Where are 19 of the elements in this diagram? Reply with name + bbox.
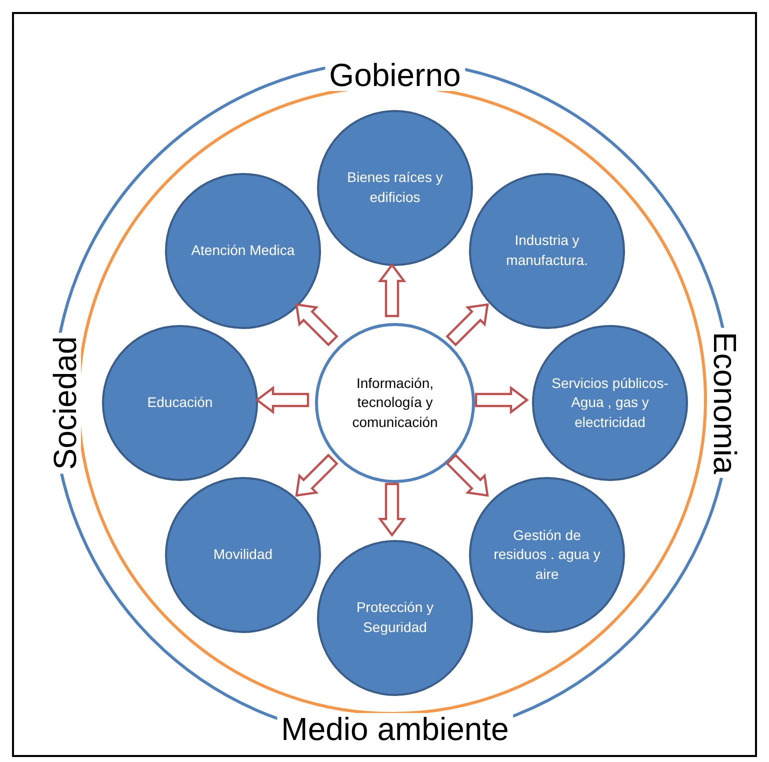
block-arrow [295,303,338,346]
circle-label: Industria y manufactura. [505,231,589,270]
block-arrow [474,386,529,414]
circle-label: Movilidad [212,545,274,564]
block-arrow [378,482,406,537]
circle-label: Educación [146,393,214,412]
circle-label: Bienes raíces y edificios [346,168,444,207]
circle-label: Servicios públicos- Agua , gas y electricidad [550,374,670,432]
circle-label: Atención Medica [190,241,296,260]
ring-label: Gobierno [325,59,465,91]
circle-label: Protección y Seguridad [355,598,435,637]
circle-label: Información, tecnología y comunicación [351,374,439,432]
ring-label: Sociedad [49,332,81,474]
block-arrow [446,303,489,346]
block-arrow [295,454,338,497]
block-arrow [378,263,406,318]
block-arrow [446,454,489,497]
block-arrow [255,386,310,414]
circle-label: Gestión de residuos . agua y aire [492,526,602,584]
